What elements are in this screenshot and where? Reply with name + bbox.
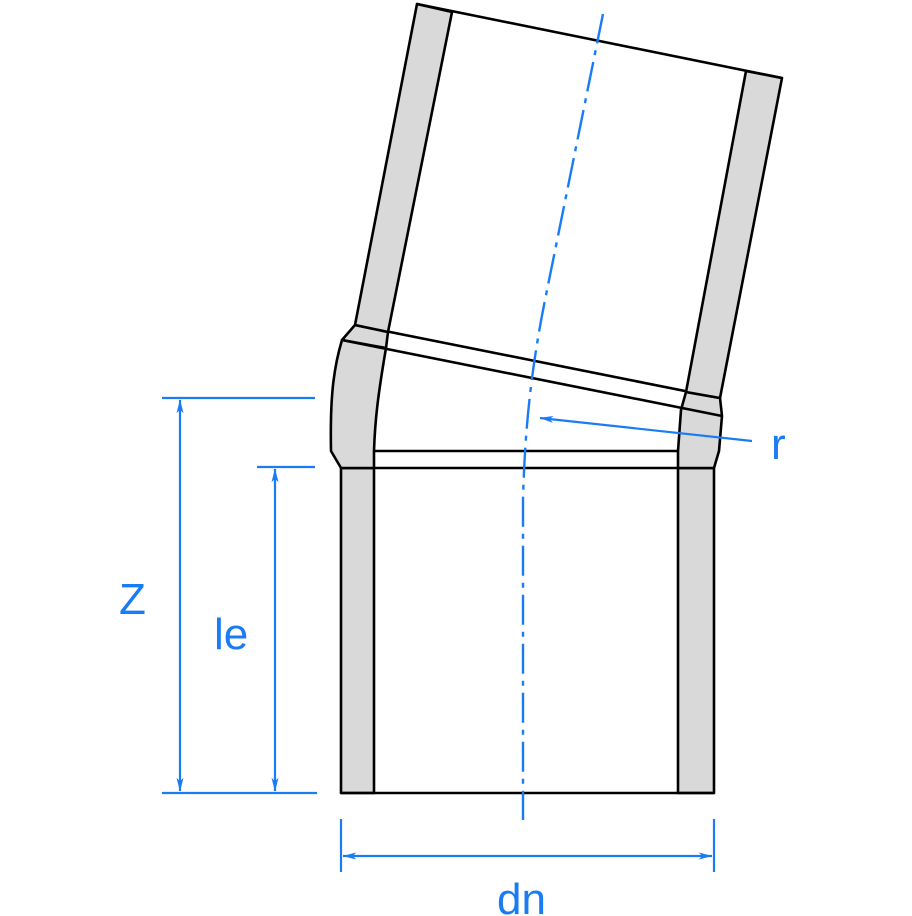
dimension-z: Z [119,396,317,795]
bend-left-wall [329,338,388,470]
upper-right-wall [684,69,784,400]
joint-line-upper [354,323,721,400]
r-leader-line [539,415,753,443]
dn-label: dn [497,875,546,916]
centerline [521,13,605,820]
dimension-dn: dn [339,819,716,916]
le-label: le [214,610,248,659]
lower-right-wall [676,466,716,795]
lower-socket [333,449,718,795]
bend-right-wall [676,390,724,470]
lower-left-wall [339,466,376,795]
dimension-le: le [214,465,315,792]
r-label: r [771,420,786,469]
z-label: Z [119,575,146,624]
upper-left-wall [353,2,454,334]
bend-section [329,323,724,470]
upper-spigot [353,2,784,400]
dimension-r: r [539,415,786,469]
upper-top-edge [416,2,783,80]
